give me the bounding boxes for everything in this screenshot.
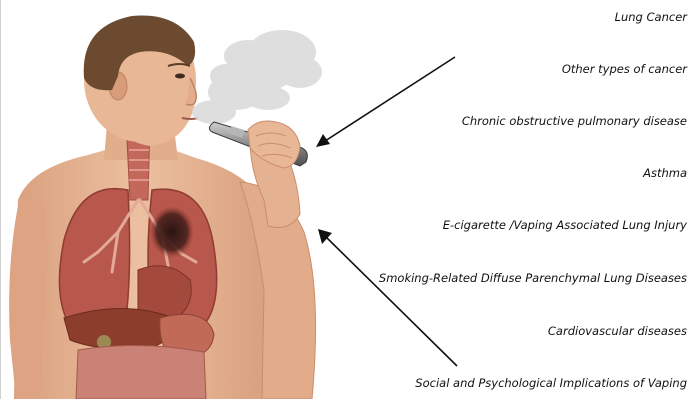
lung-tumor (150, 206, 194, 258)
intestines (76, 345, 206, 399)
arrow-icon (318, 229, 457, 366)
smoke-cloud-icon (192, 30, 322, 124)
liver (64, 308, 171, 349)
eye (175, 74, 185, 79)
arrow-icon (316, 57, 455, 147)
right-arm (9, 196, 47, 399)
